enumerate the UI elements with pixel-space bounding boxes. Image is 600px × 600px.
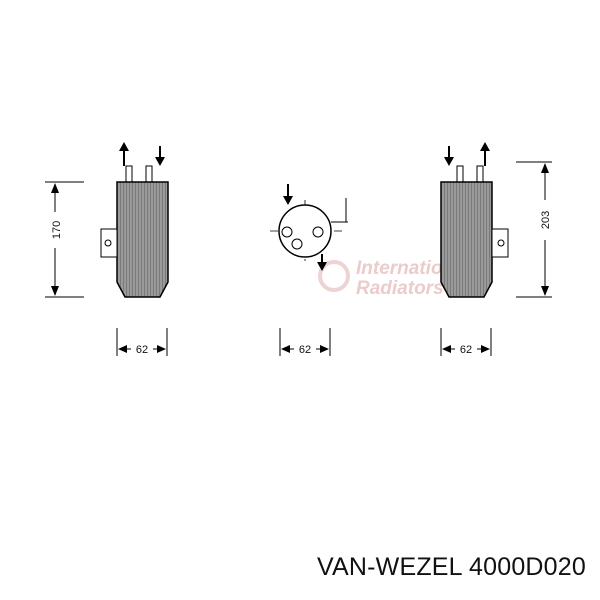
arrow-down-icon: [317, 254, 327, 271]
width-label-right: 62: [460, 344, 472, 356]
arrow-down-icon: [283, 184, 293, 205]
arrow-up-icon: [480, 142, 490, 166]
height-label-right: 203: [540, 211, 552, 229]
height-dimension-203: 203: [516, 161, 552, 298]
width-dimension-right: 62: [440, 328, 492, 356]
width-label-top: 62: [299, 344, 311, 356]
height-label-left: 170: [51, 221, 63, 239]
arrow-down-icon: [155, 146, 165, 166]
brand-name: VAN-WEZEL: [316, 553, 462, 581]
top-drier-view: 62: [270, 184, 348, 356]
width-dimension-top: 62: [279, 328, 331, 356]
watermark-line2: Radiators: [356, 278, 444, 299]
part-caption: VAN-WEZEL 4000D020: [317, 553, 586, 582]
arrow-up-icon: [119, 142, 129, 166]
width-label-left: 62: [136, 344, 148, 356]
left-drier-view: 170 62: [45, 142, 169, 356]
right-drier-view: 203 62: [440, 142, 552, 356]
height-dimension-170: 170: [45, 181, 84, 298]
width-dimension-left: 62: [116, 328, 168, 356]
arrow-down-icon: [444, 146, 454, 166]
part-number: 4000D020: [469, 553, 586, 581]
